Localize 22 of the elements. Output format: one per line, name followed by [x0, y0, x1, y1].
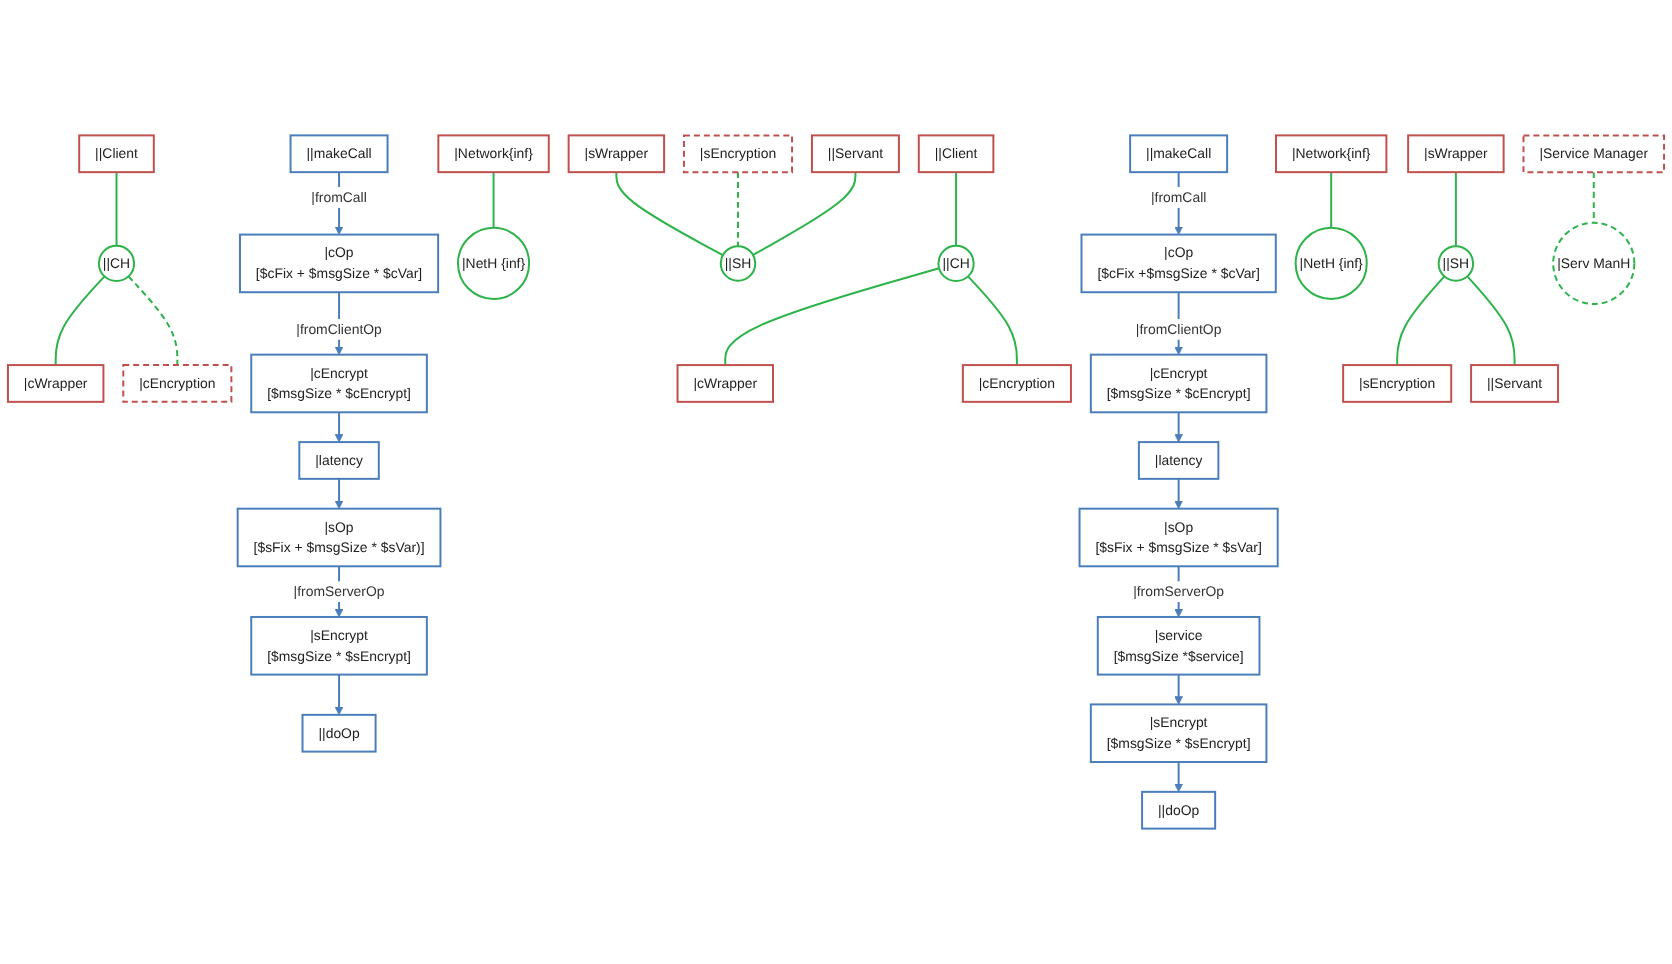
- connector: [492, 171, 495, 229]
- arrow: [1174, 761, 1183, 793]
- connector: [1396, 275, 1446, 367]
- connector: [115, 171, 118, 247]
- connector: [737, 171, 739, 248]
- connector: [1592, 171, 1595, 224]
- connector: [615, 171, 724, 257]
- connector: [1454, 171, 1457, 248]
- connector: [724, 267, 941, 367]
- connector: [1330, 171, 1333, 229]
- arrow: [1174, 411, 1183, 443]
- connector: [54, 275, 106, 367]
- arrow: [334, 673, 344, 716]
- connector: [955, 171, 958, 247]
- arrow: [334, 411, 344, 443]
- connector: [967, 275, 1018, 367]
- arrow: [334, 477, 344, 510]
- connector: [752, 171, 857, 256]
- connector: [1466, 275, 1516, 367]
- arrow: [1174, 673, 1183, 705]
- connector: [127, 275, 179, 367]
- arrow: [1174, 477, 1183, 510]
